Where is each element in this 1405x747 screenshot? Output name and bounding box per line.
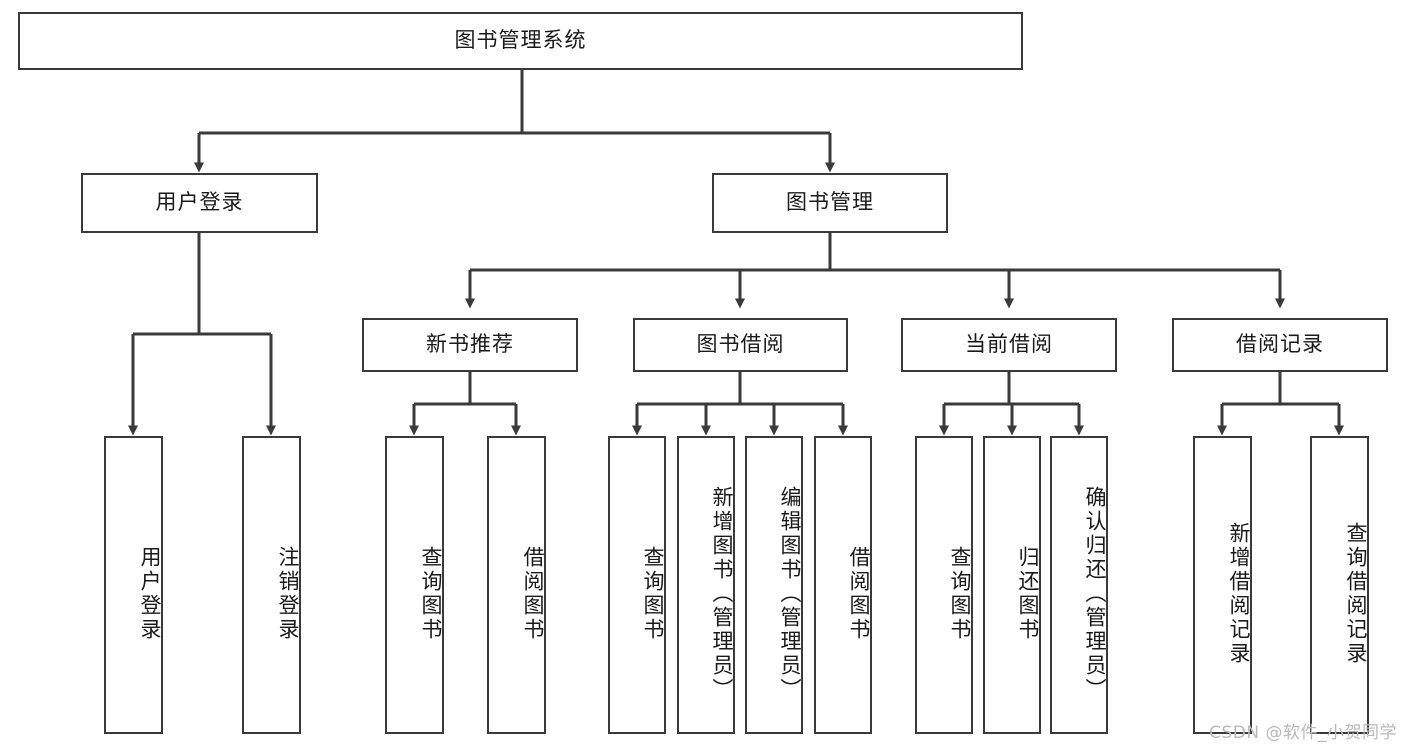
node-book-management[interactable]: 图书管理 [712,173,948,233]
leaf-record-add-record[interactable]: 新增借阅记录 [1193,436,1252,734]
leaf-borrow-edit-book-admin-label: 编辑图书（管理员） [778,486,802,702]
node-new-book-recommend[interactable]: 新书推荐 [362,318,578,372]
node-borrow-record-label: 借阅记录 [1236,332,1324,357]
watermark: CSDN @软件_小贺同学 [1209,723,1397,743]
leaf-user-login[interactable]: 用户登录 [104,436,163,734]
leaf-current-return-book-label: 归还图书 [1016,546,1040,642]
leaf-record-query-record-label: 查询借阅记录 [1344,522,1368,666]
node-book-borrow-label: 图书借阅 [696,332,785,357]
node-current-borrow-label: 当前借阅 [965,332,1053,357]
leaf-record-query-record[interactable]: 查询借阅记录 [1310,436,1369,734]
leaf-logout[interactable]: 注销登录 [242,436,301,734]
leaf-borrow-borrow-book[interactable]: 借阅图书 [814,436,872,734]
node-user-login-label: 用户登录 [155,190,244,215]
node-book-borrow[interactable]: 图书借阅 [633,318,848,372]
leaf-newbook-borrow-book[interactable]: 借阅图书 [487,436,546,734]
leaf-current-confirm-return-admin-label: 确认归还（管理员） [1083,486,1107,702]
node-book-management-label: 图书管理 [786,190,874,215]
node-current-borrow[interactable]: 当前借阅 [901,318,1117,372]
leaf-newbook-query-book[interactable]: 查询图书 [385,436,444,734]
leaf-record-add-record-label: 新增借阅记录 [1227,522,1251,666]
leaf-borrow-add-book-admin[interactable]: 新增图书（管理员） [677,436,735,734]
leaf-current-query-book[interactable]: 查询图书 [915,436,973,734]
node-root-label: 图书管理系统 [454,28,587,53]
node-borrow-record[interactable]: 借阅记录 [1172,318,1388,372]
leaf-borrow-add-book-admin-label: 新增图书（管理员） [710,486,734,702]
leaf-borrow-borrow-book-label: 借阅图书 [847,546,871,642]
leaf-borrow-edit-book-admin[interactable]: 编辑图书（管理员） [745,436,803,734]
leaf-logout-label: 注销登录 [276,546,300,642]
leaf-current-return-book[interactable]: 归还图书 [983,436,1041,734]
node-new-book-recommend-label: 新书推荐 [426,332,514,357]
leaf-user-login-label: 用户登录 [138,546,162,642]
leaf-newbook-borrow-book-label: 借阅图书 [521,546,545,642]
node-user-login[interactable]: 用户登录 [81,173,318,233]
leaf-newbook-query-book-label: 查询图书 [419,546,443,642]
leaf-current-query-book-label: 查询图书 [948,546,972,642]
leaf-current-confirm-return-admin[interactable]: 确认归还（管理员） [1050,436,1108,734]
leaf-borrow-query-book[interactable]: 查询图书 [608,436,666,734]
node-root[interactable]: 图书管理系统 [18,12,1023,70]
leaf-borrow-query-book-label: 查询图书 [641,546,665,642]
